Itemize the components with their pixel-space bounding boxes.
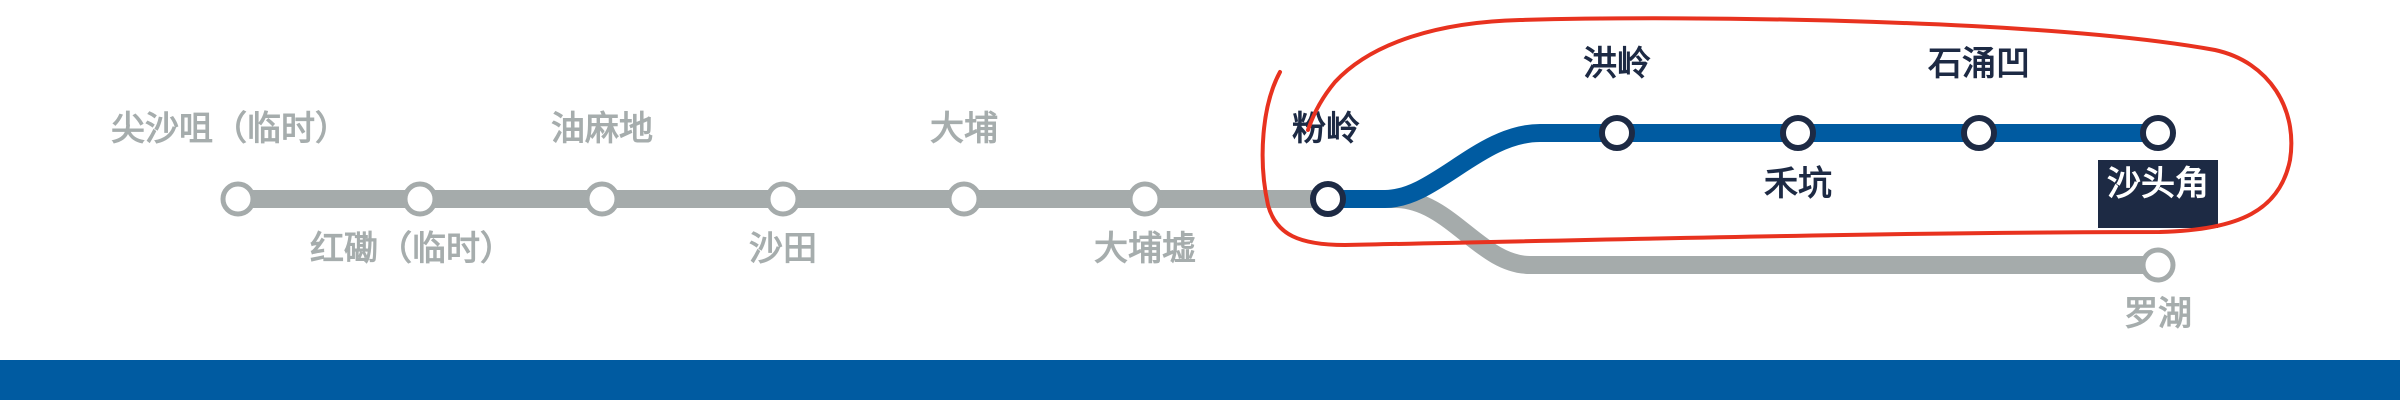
station-label-yau-ma-tei: 油麻地 bbox=[551, 109, 653, 149]
station-marker-fanling[interactable] bbox=[1310, 181, 1346, 217]
station-marker-yau-ma-tei[interactable] bbox=[584, 181, 620, 217]
station-marker-tai-po[interactable] bbox=[946, 181, 982, 217]
station-marker-sha-tau-kok[interactable] bbox=[2140, 115, 2176, 151]
station-label-sha-tau-kok: 沙头角 bbox=[2107, 164, 2209, 204]
station-label-hung-hom: 红磡（临时） bbox=[310, 229, 514, 269]
station-label-tai-po: 大埔 bbox=[930, 109, 998, 149]
station-label-shek-chung-au: 石涌凹 bbox=[1927, 44, 2030, 84]
station-marker-sha-tin[interactable] bbox=[765, 181, 801, 217]
station-marker-wo-hang[interactable] bbox=[1780, 115, 1816, 151]
station-label-hung-leng: 洪岭 bbox=[1583, 44, 1651, 84]
station-marker-hung-leng[interactable] bbox=[1599, 115, 1635, 151]
station-label-tai-po-market: 大埔墟 bbox=[1094, 229, 1196, 269]
station-marker-lo-wu[interactable] bbox=[2140, 247, 2176, 283]
station-label-sha-tin: 沙田 bbox=[749, 229, 817, 269]
station-label-lo-wu: 罗湖 bbox=[2124, 294, 2192, 334]
station-marker-jian-sha-zui[interactable] bbox=[220, 181, 256, 217]
sha-tau-kok-branch-track bbox=[1319, 124, 2167, 208]
station-label-jian-sha-zui: 尖沙咀（临时） bbox=[111, 109, 349, 149]
station-label-wo-hang: 禾坑 bbox=[1764, 164, 1832, 204]
station-marker-shek-chung-au[interactable] bbox=[1961, 115, 1997, 151]
station-marker-tai-po-market[interactable] bbox=[1127, 181, 1163, 217]
footer-bar bbox=[0, 360, 2400, 400]
annotation-circle bbox=[1260, 16, 2294, 247]
highlighted-station-box bbox=[2098, 160, 2218, 228]
station-marker-hung-hom[interactable] bbox=[402, 181, 438, 217]
station-label-fanling: 粉岭 bbox=[1292, 109, 1360, 149]
